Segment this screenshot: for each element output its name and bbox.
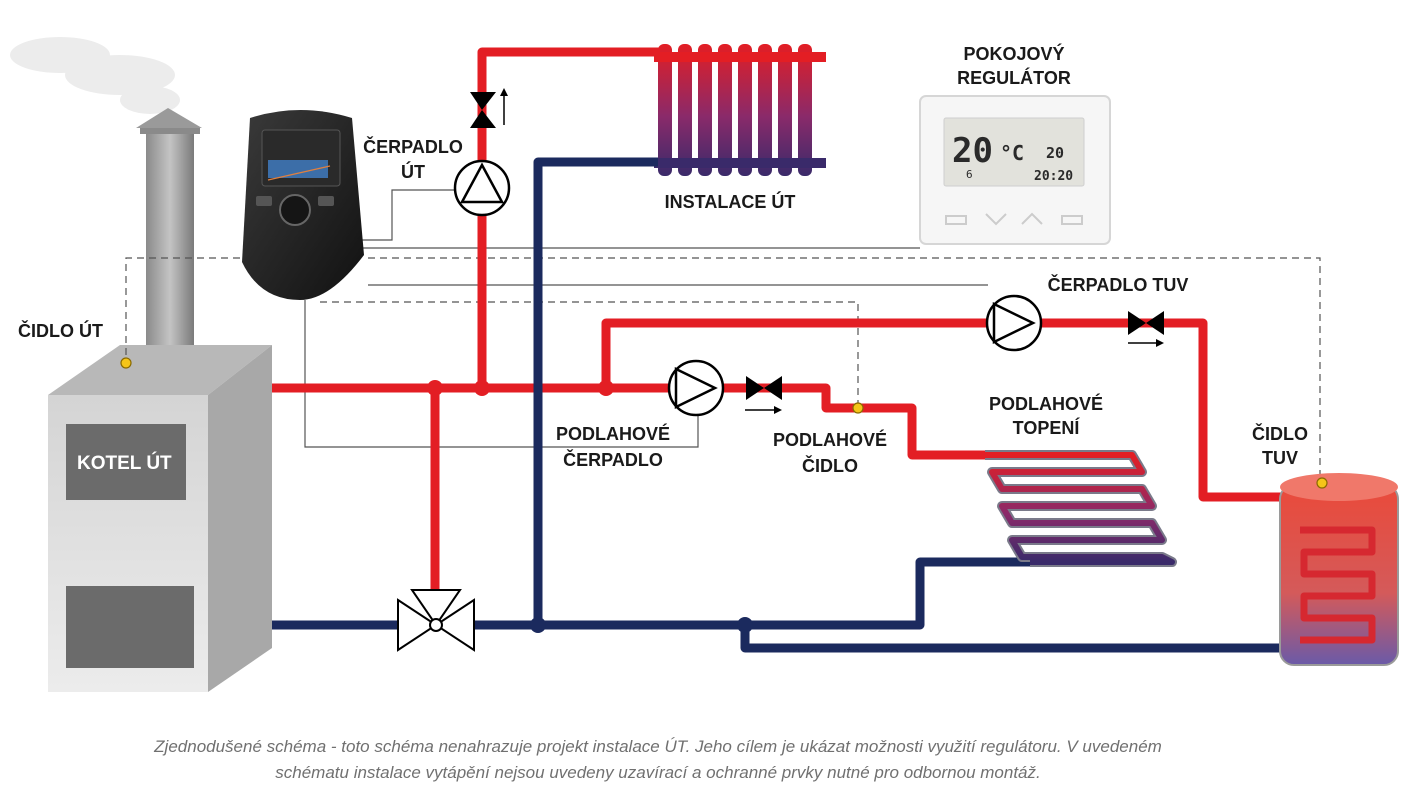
sensor-wires xyxy=(125,257,1321,480)
pump-ch xyxy=(453,159,511,217)
pump-ch-label-1: ČERPADLO xyxy=(363,136,463,157)
room-regulator-label-2: REGULÁTOR xyxy=(957,67,1071,88)
caption-line-1: Zjednodušené schéma - toto schéma nenahr… xyxy=(153,737,1162,756)
controller-display xyxy=(268,160,328,178)
heating-controller xyxy=(242,110,364,300)
thermostat-time: 20:20 xyxy=(1034,169,1073,184)
floor-pump-label-2: ČERPADLO xyxy=(563,449,663,470)
labels: POKOJOVÝ REGULÁTOR ČERPADLO ÚT INSTALACE… xyxy=(18,43,1308,476)
thermostat-temperature: 20 xyxy=(952,131,993,171)
dhw-sensor-label-2: TUV xyxy=(1262,448,1298,468)
check-valve-dhw xyxy=(1128,311,1164,347)
dhw-sensor-label-1: ČIDLO xyxy=(1252,423,1308,444)
supply-pipes xyxy=(272,47,1282,595)
sensor-ch xyxy=(120,357,132,369)
pump-floor xyxy=(667,359,725,417)
sensors xyxy=(120,357,1328,489)
smoke xyxy=(10,37,180,114)
caption: Zjednodušené schéma - toto schéma nenahr… xyxy=(153,737,1162,782)
thermostat-setpoint: 20 xyxy=(1046,144,1064,162)
boiler-panel xyxy=(66,424,186,500)
dhw-pump-label: ČERPADLO TUV xyxy=(1048,274,1189,295)
room-thermostat: 20 °C 20 6 20:20 xyxy=(919,95,1111,245)
pump-ch-label-2: ÚT xyxy=(401,161,425,182)
control-wires xyxy=(304,189,988,448)
sensor-floor xyxy=(852,402,864,414)
room-regulator-label-1: POKOJOVÝ xyxy=(963,43,1064,64)
sensor-dhw xyxy=(1316,477,1328,489)
boiler xyxy=(48,345,272,692)
boiler-label: KOTEL ÚT xyxy=(77,452,172,474)
radiator xyxy=(654,44,826,176)
floor-sensor-label-1: PODLAHOVÉ xyxy=(773,429,887,450)
dhw-coil xyxy=(1300,526,1376,644)
floor-sensor-label-2: ČIDLO xyxy=(802,455,858,476)
ch-sensor-label: ČIDLO ÚT xyxy=(18,320,103,341)
caption-line-2: schématu instalace vytápění nejsou uvede… xyxy=(275,763,1040,782)
thermostat-display xyxy=(943,117,1085,187)
chimney xyxy=(136,108,202,368)
thermostat-day: 6 xyxy=(966,168,973,181)
check-valve-floor xyxy=(745,376,782,414)
pump-dhw xyxy=(985,294,1043,352)
thermostat-buttons xyxy=(945,212,1083,226)
boiler-ash-door xyxy=(66,586,194,668)
ch-installation-label: INSTALACE ÚT xyxy=(665,191,796,212)
floor-pump-label-1: PODLAHOVÉ xyxy=(556,423,670,444)
floor-heating-coil xyxy=(985,450,1177,567)
thermostat-unit: °C xyxy=(1000,141,1024,165)
floor-heating-label-1: PODLAHOVÉ xyxy=(989,393,1103,414)
check-valve-ch xyxy=(470,88,508,128)
mixing-valve xyxy=(397,589,475,652)
floor-heating-label-2: TOPENÍ xyxy=(1013,417,1081,438)
controller-knob xyxy=(279,194,311,226)
junctions xyxy=(427,380,753,633)
dhw-tank xyxy=(1279,473,1399,666)
return-pipes xyxy=(272,157,1282,653)
